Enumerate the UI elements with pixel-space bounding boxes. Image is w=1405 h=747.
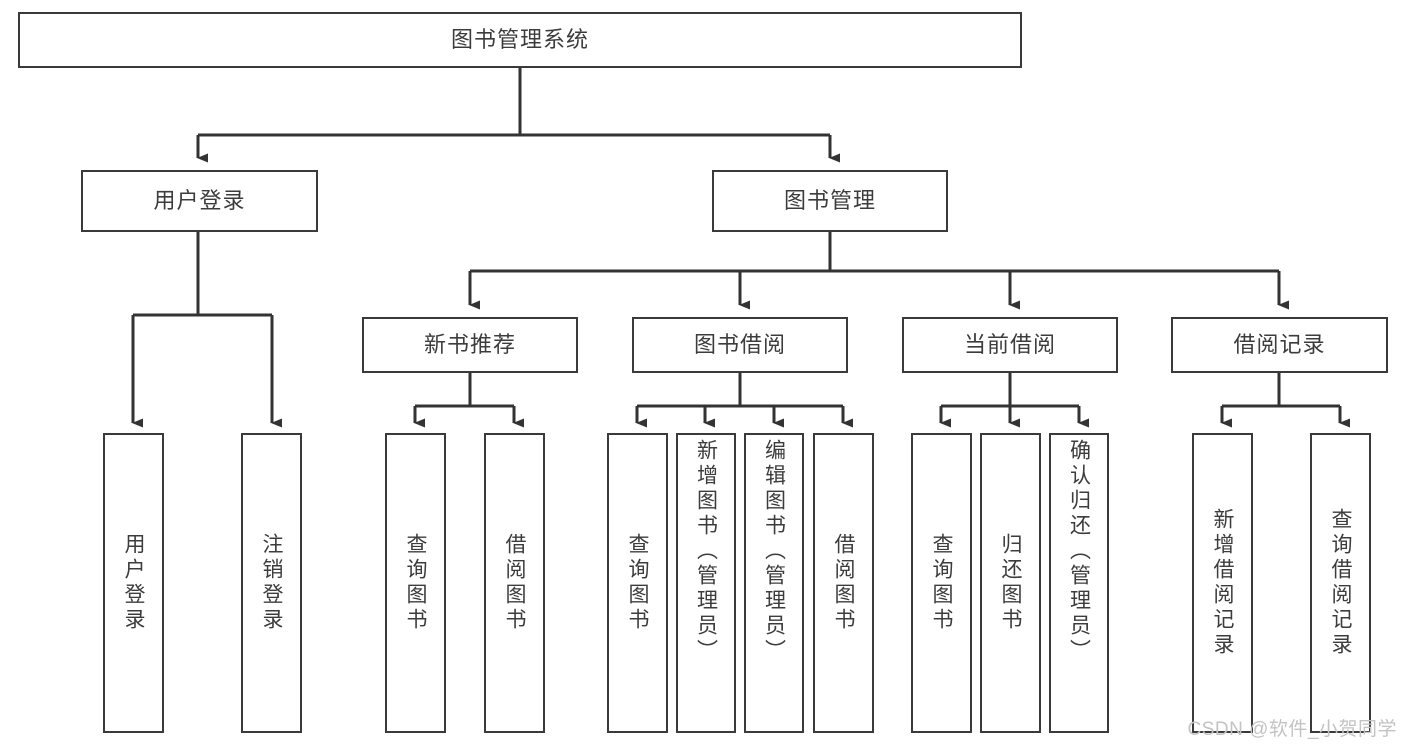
leaf-user-login[interactable]: 用户登录 <box>103 433 164 733</box>
leaf-return-book[interactable]: 归还图书 <box>980 433 1041 733</box>
leaf-query-book-current[interactable]: 查询图书 <box>911 433 972 733</box>
leaf-logout-login[interactable]: 注销登录 <box>241 433 302 733</box>
node-borrow-record[interactable]: 借阅记录 <box>1171 317 1388 373</box>
leaf-borrow-book-recommend[interactable]: 借阅图书 <box>484 433 545 733</box>
node-label: 图书管理系统 <box>450 27 589 53</box>
leaf-add-borrow-record[interactable]: 新增借阅记录 <box>1192 433 1253 733</box>
leaf-add-book-admin[interactable]: 新增图书（管理员） <box>676 433 736 733</box>
node-label: 新增借阅记录 <box>1211 508 1234 658</box>
node-label: 归还图书 <box>999 533 1022 633</box>
node-label: 借阅图书 <box>832 533 855 633</box>
node-label: 查询图书 <box>930 533 953 633</box>
node-label: 用户登录 <box>153 188 246 214</box>
node-label: 查询借阅记录 <box>1329 508 1352 658</box>
node-label: 图书管理 <box>783 188 876 214</box>
node-current-borrow[interactable]: 当前借阅 <box>902 317 1118 373</box>
node-root-system[interactable]: 图书管理系统 <box>18 12 1022 68</box>
node-book-management[interactable]: 图书管理 <box>712 170 948 232</box>
leaf-query-book-recommend[interactable]: 查询图书 <box>385 433 446 733</box>
leaf-borrow-book[interactable]: 借阅图书 <box>813 433 874 733</box>
leaf-query-book-borrow[interactable]: 查询图书 <box>607 433 668 733</box>
node-label: 用户登录 <box>122 533 145 633</box>
node-label: 查询图书 <box>626 533 649 633</box>
leaf-confirm-return-admin[interactable]: 确认归还（管理员） <box>1049 433 1109 733</box>
node-label: 图书借阅 <box>693 332 786 358</box>
node-label: 确认归还（管理员） <box>1067 439 1091 664</box>
node-label: 当前借阅 <box>963 332 1056 358</box>
node-label: 查询图书 <box>404 533 427 633</box>
node-new-book-recommend[interactable]: 新书推荐 <box>362 317 578 373</box>
leaf-edit-book-admin[interactable]: 编辑图书（管理员） <box>744 433 804 733</box>
node-book-borrow[interactable]: 图书借阅 <box>632 317 848 373</box>
watermark-csdn: CSDN @软件_小贺同学 <box>1187 719 1397 740</box>
node-label: 新增图书（管理员） <box>694 439 718 664</box>
leaf-query-borrow-record[interactable]: 查询借阅记录 <box>1310 433 1371 733</box>
node-label: 借阅图书 <box>503 533 526 633</box>
node-label: 新书推荐 <box>423 332 516 358</box>
node-label: 注销登录 <box>260 533 283 633</box>
node-label: 编辑图书（管理员） <box>762 439 786 664</box>
node-user-login[interactable]: 用户登录 <box>81 170 318 232</box>
node-label: 借阅记录 <box>1233 332 1326 358</box>
